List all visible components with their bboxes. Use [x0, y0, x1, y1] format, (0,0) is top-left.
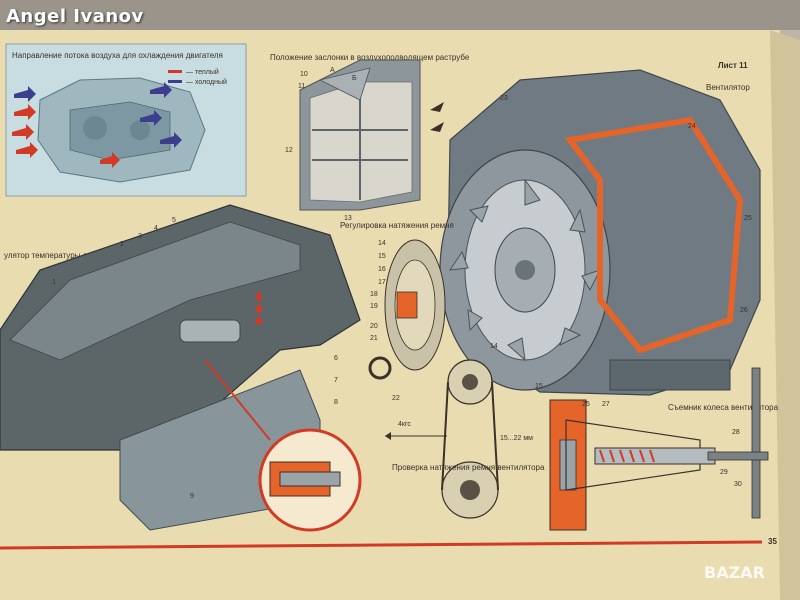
belt-check-caption: Проверка натяжения ремня вентилятора: [392, 463, 545, 472]
callout: 15: [535, 383, 543, 390]
damper-caption: Положение заслонки в воздухоподводящем р…: [270, 53, 470, 62]
callout: 14: [378, 240, 386, 247]
callout: 1: [52, 279, 56, 286]
sheet-title: Лист 11: [718, 61, 748, 70]
callout: 18: [370, 291, 378, 298]
callout: 11: [298, 83, 305, 90]
fan-blades: [448, 178, 601, 362]
callout: 24: [688, 123, 696, 130]
airflow-legend: — теплый — холодный: [168, 68, 227, 86]
callout: 27: [602, 401, 610, 408]
pulley-diagram: Регулировка натяжения ремня 14 15 16 17 …: [340, 221, 454, 402]
callout: 6: [334, 355, 338, 362]
callout: А: [330, 67, 335, 74]
bottom-rule: [0, 540, 763, 550]
watermark-logo: BAZAR: [704, 563, 765, 582]
callout: 30: [734, 481, 742, 488]
callout: 14: [490, 343, 498, 350]
airflow-caption: Направление потока воздуха для охлаждени…: [12, 51, 223, 60]
callout: 10: [300, 71, 308, 78]
watermark-logo-text: BAZAR: [704, 563, 765, 582]
callout: 29: [720, 469, 728, 476]
force-label: 4кгс: [398, 421, 411, 428]
fan-base: [609, 359, 731, 391]
belt-tension-caption: Регулировка натяжения ремня: [340, 221, 454, 230]
callout: 16: [378, 266, 386, 273]
top-shadow: [0, 0, 800, 30]
callout: 8: [334, 399, 338, 406]
paper-edge: [770, 30, 800, 600]
callout: 17: [378, 279, 386, 286]
puller-caption: Съемник колеса вентилятора: [668, 403, 779, 412]
thermostat-assembly: улятор температуры двигателя 1 2 3 4 5 6…: [0, 204, 361, 531]
callout: 19: [370, 303, 378, 310]
callout: 3: [138, 233, 142, 240]
callout: 20: [370, 323, 378, 330]
callout: 25: [744, 215, 752, 222]
puller-diagram: Съемник колеса вентилятора 25 27 28 29 3…: [549, 367, 779, 531]
callout: 28: [732, 429, 740, 436]
fan-caption: Вентилятор: [706, 83, 750, 92]
callout: 5: [172, 217, 176, 224]
callout: 23: [500, 95, 508, 102]
damper-diagram: Положение заслонки в воздухоподводящем р…: [270, 53, 470, 222]
callout: 9: [190, 493, 194, 500]
hot-air-arrows: [12, 104, 120, 168]
belt-check-diagram: 4кгс 15...22 мм Проверка натяжения ремня…: [385, 359, 545, 519]
thermostat-caption: улятор температуры двигателя: [4, 251, 120, 260]
deflection-label: 15...22 мм: [500, 435, 533, 442]
callout: 2: [120, 241, 124, 248]
puller-handle: [751, 367, 761, 519]
page-number: 35: [768, 537, 777, 546]
callout: Б: [352, 75, 357, 82]
callout: 15: [378, 253, 386, 260]
fan-assembly: 23 24 25 26 14 15: [439, 69, 761, 396]
watermark-name: Angel Ivanov: [6, 6, 144, 27]
callout: 26: [740, 307, 748, 314]
callout: 7: [334, 377, 338, 384]
callout: 13: [344, 215, 352, 222]
callout: 12: [285, 147, 293, 154]
callout: 21: [370, 335, 378, 342]
callout: 4: [154, 225, 158, 232]
engine-outline: [37, 77, 206, 183]
spring: [255, 290, 263, 324]
fan-cutaway: [564, 116, 744, 354]
legend-cold: — холодный: [186, 78, 227, 86]
cold-air-arrows: [14, 82, 182, 148]
legend-hot: — теплый: [186, 68, 219, 76]
callout: 25: [582, 401, 590, 408]
callout: 22: [392, 395, 400, 402]
airflow-inset: Направление потока воздуха для охлаждени…: [5, 43, 247, 197]
thermostat-bellows: [179, 319, 241, 343]
detail-magnifier: [204, 359, 362, 532]
